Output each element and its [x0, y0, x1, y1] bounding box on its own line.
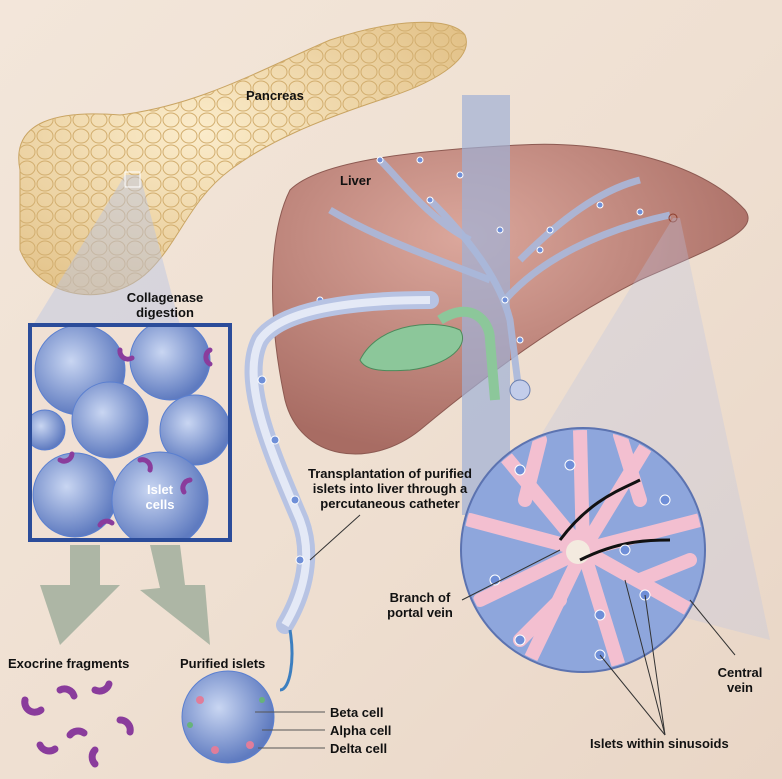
islet-cells-label: Islet cells	[135, 482, 185, 512]
transplant-label: Transplantation of purified islets into …	[290, 466, 490, 511]
pancreas-label: Pancreas	[246, 88, 304, 103]
portal-line2: portal vein	[387, 605, 453, 620]
purified-label: Purified islets	[180, 656, 266, 671]
exocrine-label: Exocrine fragments	[8, 656, 130, 671]
central-line2: vein	[726, 680, 753, 695]
pancreas-illustration	[18, 21, 467, 296]
islet-line1: Islet	[146, 482, 173, 497]
arrows	[40, 545, 210, 645]
exocrine-fragments	[21, 680, 134, 768]
collagenase-label: Collagenase digestion	[110, 290, 220, 320]
delta-cell-label: Delta cell	[330, 741, 388, 756]
liver-lobule-magnified	[460, 427, 706, 673]
collagenase-line2: digestion	[136, 305, 194, 320]
transplant-line3: percutaneous catheter	[320, 496, 460, 511]
transplant-line1: Transplantation of purified	[308, 466, 472, 481]
transplant-line2: islets into liver through a	[312, 481, 468, 496]
portal-vein-label: Branch of portal vein	[375, 590, 465, 620]
liver-label: Liver	[340, 173, 372, 188]
purified-islet	[181, 670, 275, 764]
central-vein-label: Central vein	[710, 665, 770, 695]
collagenase-box	[28, 323, 232, 542]
sinusoids-label: Islets within sinusoids	[590, 736, 729, 751]
alpha-cell-label: Alpha cell	[330, 723, 392, 738]
collagenase-line1: Collagenase	[126, 290, 204, 305]
liver-illustration	[272, 95, 749, 515]
portal-line1: Branch of	[389, 590, 451, 605]
beta-cell-label: Beta cell	[330, 705, 384, 720]
central-line1: Central	[717, 665, 763, 680]
islet-line2: cells	[145, 497, 175, 512]
